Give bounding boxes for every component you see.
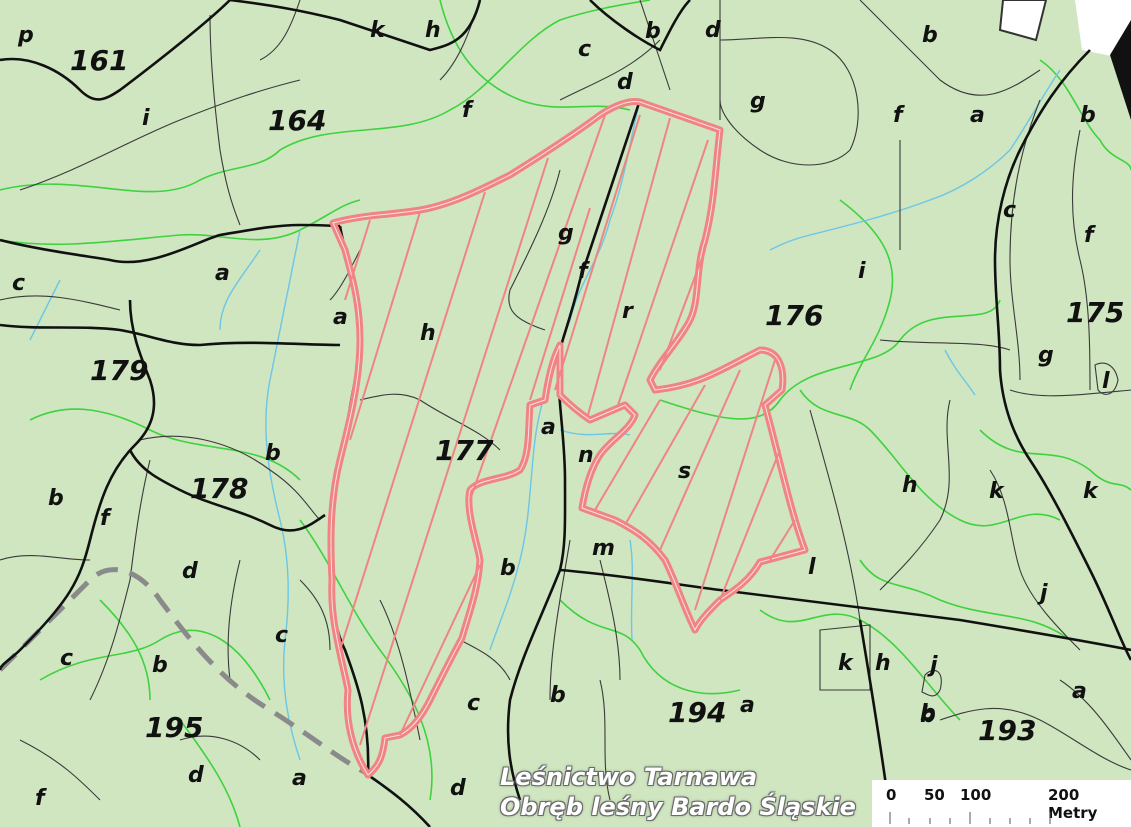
subdivision-label: f bbox=[35, 786, 47, 811]
subdivision-label: g bbox=[558, 221, 574, 246]
subdivision-label: h bbox=[902, 473, 918, 498]
subdivision-label: c bbox=[275, 623, 288, 648]
subdivision-label: i bbox=[858, 259, 866, 284]
subdivision-label: s bbox=[678, 459, 691, 484]
subdivision-label: c bbox=[578, 37, 591, 62]
subdivision-label: g bbox=[750, 89, 766, 114]
subdivision-label: c bbox=[1003, 198, 1016, 223]
subdivision-label: a bbox=[1072, 679, 1087, 704]
subdivision-label: b bbox=[550, 683, 566, 708]
subdivision-label: d bbox=[188, 763, 204, 788]
compartment-labels: 161 164 175 176 177 178 179 193 194 195 bbox=[70, 44, 1124, 747]
subdivision-label: k bbox=[838, 651, 854, 676]
subdivision-label: h bbox=[425, 18, 441, 43]
compartment-193: 193 bbox=[978, 714, 1036, 747]
compartment-179: 179 bbox=[90, 354, 148, 387]
compartment-161: 161 bbox=[70, 44, 128, 77]
subdivision-label: f bbox=[1084, 223, 1096, 248]
subdivision-label: a bbox=[292, 766, 307, 791]
subdivision-label: c bbox=[467, 691, 480, 716]
subdivision-label: b bbox=[1080, 103, 1096, 128]
compartment-195: 195 bbox=[145, 711, 203, 744]
map-edge-white bbox=[998, 0, 1048, 42]
subdivision-label: p bbox=[17, 23, 34, 48]
subdivision-label: a bbox=[740, 693, 755, 718]
scale-ticks bbox=[889, 812, 1051, 824]
subdivision-label: k bbox=[1083, 479, 1099, 504]
caption-forest-district: Leśnictwo Tarnawa bbox=[500, 763, 758, 791]
subdivision-label: k bbox=[370, 18, 386, 43]
subdivision-label: b bbox=[265, 441, 281, 466]
subdivision-label: d bbox=[450, 776, 466, 801]
subdivision-label: l bbox=[808, 555, 816, 580]
subdivision-label: f bbox=[462, 98, 474, 123]
highlighted-parcels-inner bbox=[330, 101, 806, 776]
subdivision-label: m bbox=[592, 536, 615, 561]
subdivision-label: b bbox=[152, 653, 168, 678]
dashed-boundary bbox=[0, 567, 372, 778]
subdivision-label: b bbox=[645, 19, 661, 44]
scale-tick-50: 50 bbox=[924, 786, 945, 804]
compartment-175: 175 bbox=[1066, 296, 1124, 329]
parcel-hatching bbox=[339, 114, 796, 746]
north-arrow-fragment bbox=[1110, 20, 1131, 120]
subdivision-label: f bbox=[100, 506, 112, 531]
compartment-177: 177 bbox=[435, 434, 494, 467]
subdivision-label: j bbox=[927, 653, 938, 678]
map-caption: Leśnictwo Tarnawa Obręb leśny Bardo Śląs… bbox=[500, 762, 856, 822]
subdivision-label: h bbox=[875, 651, 891, 676]
subdivision-label: b bbox=[922, 23, 938, 48]
subdivision-label: r bbox=[622, 299, 634, 324]
subdivision-label: k bbox=[989, 479, 1005, 504]
compartment-194: 194 bbox=[668, 696, 726, 729]
compartment-178: 178 bbox=[190, 472, 248, 505]
scale-tick-200: 200 Metry bbox=[1048, 786, 1098, 822]
subdivision-label: b bbox=[48, 486, 64, 511]
subdivision-label: c bbox=[60, 646, 73, 671]
subdivision-label: a bbox=[541, 415, 556, 440]
subdivision-labels: p k h c b d b i f d g f a b c f g f a i … bbox=[12, 18, 1110, 811]
subdivision-label: d bbox=[182, 559, 198, 584]
subdivision-label: l bbox=[1102, 369, 1110, 394]
subdivision-label: f bbox=[893, 103, 905, 128]
subdivision-label: f bbox=[578, 259, 590, 284]
subdivision-label: a bbox=[970, 103, 985, 128]
compartment-164: 164 bbox=[268, 104, 326, 137]
subdivision-label: c bbox=[12, 271, 25, 296]
subdivision-label: a bbox=[333, 305, 348, 330]
subdivision-label: g bbox=[1038, 343, 1054, 368]
scale-tick-0: 0 bbox=[886, 786, 897, 804]
subdivision-label: d bbox=[705, 18, 721, 43]
caption-forest-region: Obręb leśny Bardo Śląskie bbox=[500, 793, 856, 821]
subdivision-label: a bbox=[215, 261, 230, 286]
scale-bar: 0 50 100 200 Metry bbox=[872, 780, 1131, 827]
scale-tick-100: 100 bbox=[960, 786, 992, 804]
subdivision-label: h bbox=[420, 321, 436, 346]
subdivision-lines bbox=[0, 0, 1131, 801]
subdivision-label: b bbox=[500, 556, 516, 581]
subdivision-label: b bbox=[920, 703, 936, 728]
compartment-176: 176 bbox=[765, 299, 823, 332]
subdivision-label: j bbox=[1037, 581, 1048, 606]
subdivision-label: d bbox=[617, 70, 633, 95]
subdivision-label: b bbox=[920, 701, 936, 726]
subdivision-label: i bbox=[142, 106, 150, 131]
subdivision-label: n bbox=[578, 443, 594, 468]
